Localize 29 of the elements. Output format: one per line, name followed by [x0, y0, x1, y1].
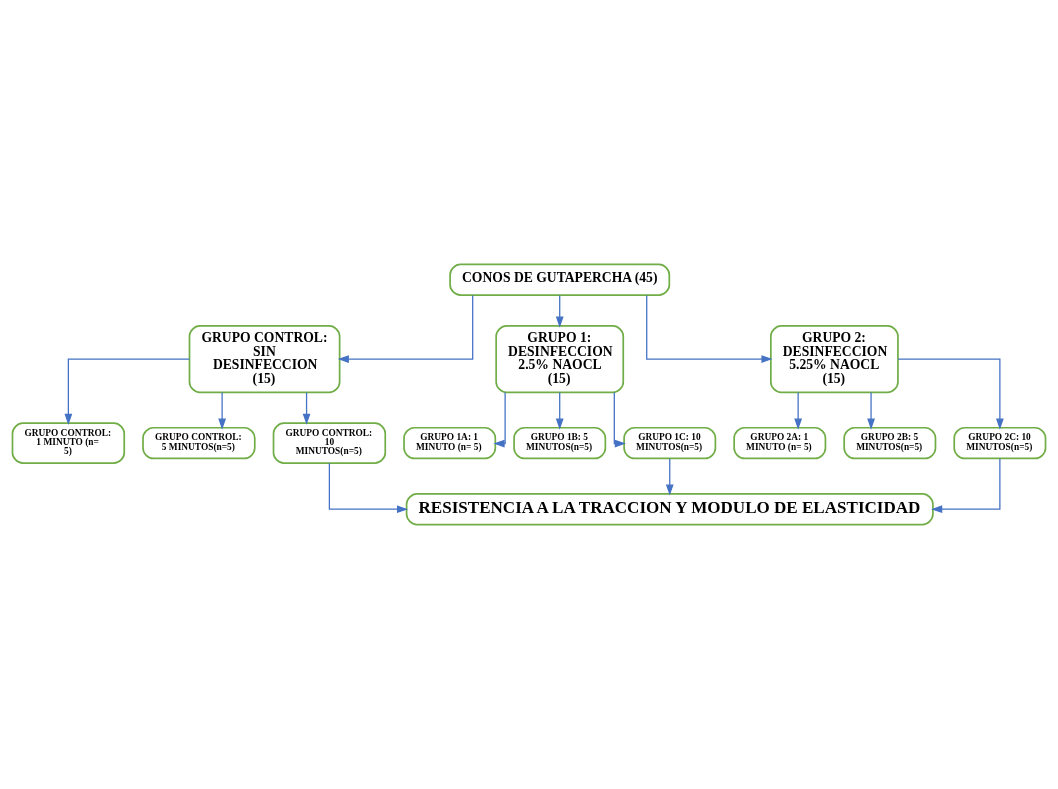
node-box: GRUPO 1B: 5 MINUTOS(n=5) [513, 426, 607, 460]
node-box: GRUPO CONTROL: SIN DESINFECCION (15) [188, 324, 341, 394]
node-box: GRUPO 1: DESINFECCION 2.5% NAOCL (15) [495, 324, 625, 394]
arrow [646, 294, 773, 363]
node-box: GRUPO 1C: 10 MINUTOS(n=5) [623, 426, 717, 460]
arrow [555, 294, 564, 328]
node-box: GRUPO 1A: 1 MINUTO (n= 5) [403, 426, 497, 460]
arrow [555, 391, 564, 430]
node-box: RESISTENCIA A LA TRACCION Y MODULO DE ELASTICIDAD [405, 493, 934, 526]
arrow [665, 458, 674, 496]
node-box: GRUPO CONTROL: 5 MINUTOS(n=5) [142, 426, 256, 460]
arrow [613, 391, 626, 448]
arrow [64, 358, 190, 425]
node-box: GRUPO 2: DESINFECCION 5.25% NAOCL (15) [770, 324, 899, 394]
arrow [867, 391, 875, 430]
arrow [493, 391, 506, 448]
node-box: GRUPO 2A: 1 MINUTO (n= 5) [733, 426, 827, 460]
node-box: CONOS DE GUTAPERCHA (45) [449, 263, 671, 296]
arrow [931, 458, 1001, 514]
arrow [897, 358, 1004, 430]
arrow [337, 294, 474, 363]
node-box: GRUPO 2C: 10 MINUTOS(n=5) [953, 426, 1047, 460]
node-box: GRUPO CONTROL: 10 MINUTOS(n=5) [272, 422, 387, 465]
arrow [328, 462, 409, 514]
arrow [302, 391, 311, 425]
arrow [794, 391, 803, 430]
node-box: GRUPO CONTROL: 1 MINUTO (n= 5) [11, 422, 126, 465]
arrow [218, 391, 226, 430]
node-box: GRUPO 2B: 5 MINUTOS(n=5) [843, 426, 937, 460]
